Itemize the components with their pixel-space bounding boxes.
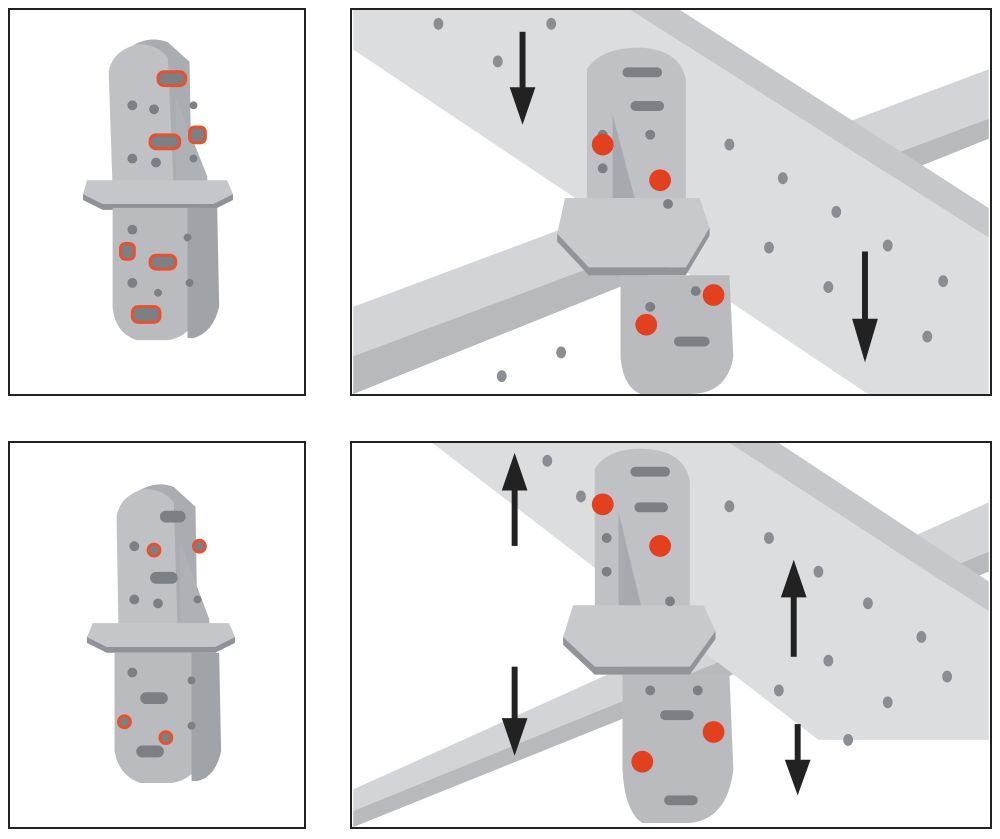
bracket-flange-edge [86, 636, 235, 653]
bracket-gusset [618, 512, 645, 620]
bracket-flange [86, 623, 235, 647]
arrow-down-right [852, 251, 878, 363]
bracket-slots-lower [127, 667, 196, 758]
arrow-down-right [784, 724, 811, 796]
highlighted-slots-lower [119, 241, 178, 324]
arrow-up-left [501, 452, 528, 546]
bracket-holes-panel [8, 441, 306, 829]
bracket-flange [83, 180, 233, 204]
arrow-up-right [780, 559, 807, 657]
bracket-upper-plate [116, 488, 178, 632]
bracket-slots-upper [129, 510, 202, 609]
rail-main [432, 443, 989, 740]
installed-down-panel [350, 8, 992, 396]
bracket-holes-upper [127, 100, 198, 168]
rivets [591, 133, 725, 336]
bracket-flange-edge [83, 194, 233, 210]
bracket-holes-lower [127, 224, 194, 297]
bracket-holes-illustration [86, 484, 235, 783]
bracket-lower-back [183, 652, 222, 782]
bracket-lower-plate [622, 674, 734, 824]
highlighted-slots-upper [148, 70, 207, 151]
highlighted-holes-lower [117, 714, 174, 746]
bracket-slots-panel [8, 8, 306, 396]
bracket-holes [597, 67, 710, 347]
bracket-gusset [175, 97, 208, 199]
bracket-upper-plate [586, 47, 686, 208]
bracket-flange [557, 198, 710, 268]
bracket-gusset [179, 540, 210, 637]
rail-main-top-edge [630, 10, 989, 238]
installed-up-down-panel [350, 441, 992, 829]
bracket-gusset [612, 114, 639, 212]
arrow-down-left [509, 31, 536, 125]
rail-holes [433, 17, 949, 383]
bracket-slots-illustration [83, 39, 233, 341]
installed-down-illustration [353, 10, 989, 394]
rivets [591, 493, 725, 773]
bracket-flange [563, 605, 716, 667]
arrow-down-left [501, 666, 528, 756]
bracket-upper-plate [108, 44, 174, 189]
rail-holes [542, 454, 953, 746]
highlighted-holes-upper [146, 538, 207, 558]
installed-up-down-illustration [353, 443, 989, 827]
